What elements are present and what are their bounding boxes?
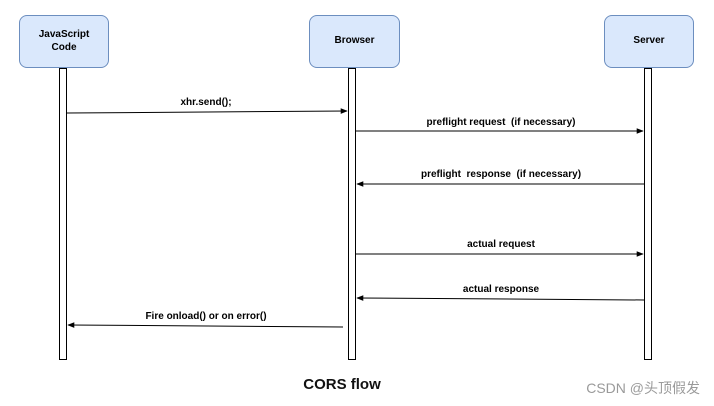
actor-server-label: Server [633,35,665,47]
label-xhr-send: xhr.send(); [180,97,232,108]
actor-javascript-code-label-line2: Code [51,41,77,53]
lifeline-javascript-code [59,68,67,360]
label-fire-onload: Fire onload() or on error() [145,311,267,322]
actor-server: Server [604,15,694,68]
actor-javascript-code-label-line1: JavaScript [38,29,90,40]
lifeline-server [644,68,652,360]
arrow-fire-onload [67,322,344,328]
label-preflight-request: preflight request (if necessary) [426,117,576,128]
label-preflight-response: preflight response (if necessary) [420,169,582,180]
diagram-caption: CORS flow [303,376,381,393]
watermark: CSDN @头顶假发 [586,380,700,396]
actor-browser: Browser [309,15,400,68]
arrow-xhr-send [66,108,348,114]
label-actual-response: actual response [462,284,540,295]
lifeline-browser [348,68,356,360]
actor-browser-label: Browser [334,35,375,47]
actor-javascript-code: JavaScript Code [19,15,109,68]
arrow-actual-response [356,295,645,301]
label-actual-request: actual request [467,239,535,250]
